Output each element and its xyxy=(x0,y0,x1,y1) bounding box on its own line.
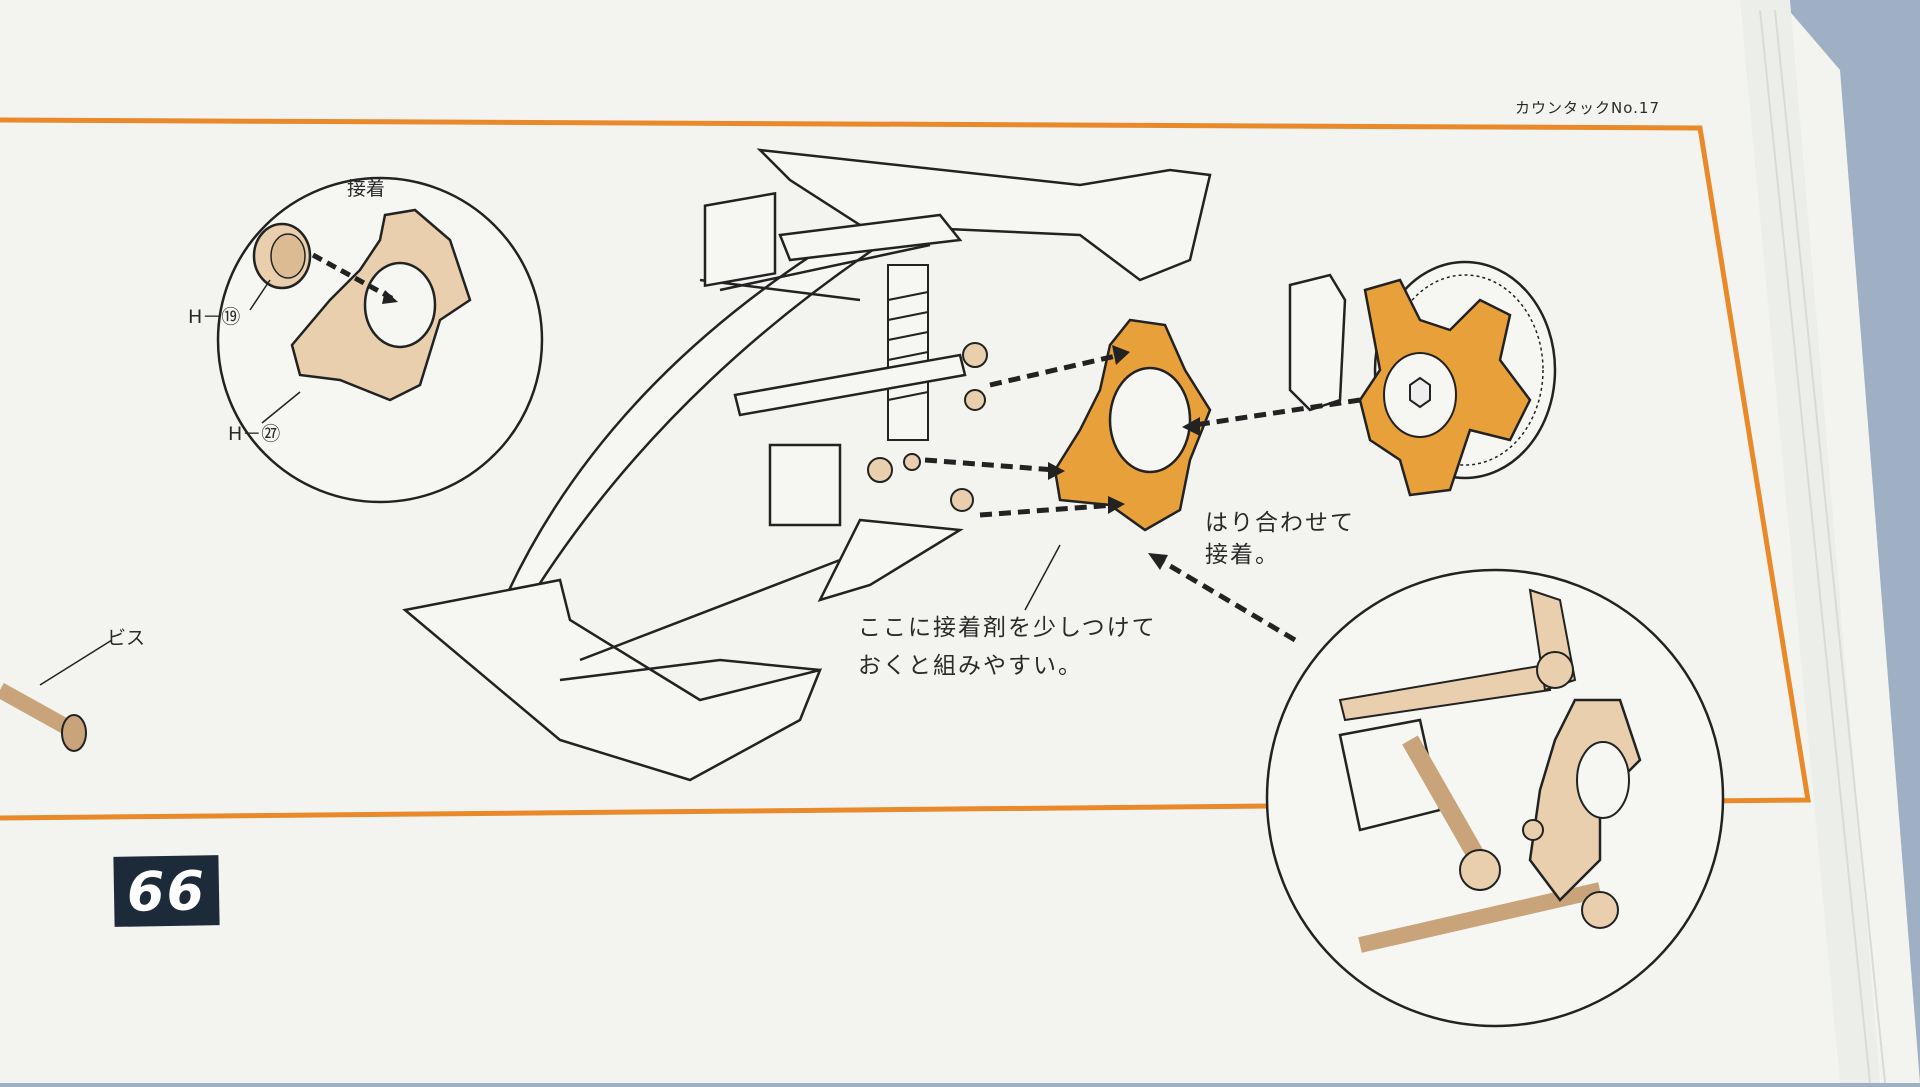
coil-spring xyxy=(887,264,929,441)
lower-mount xyxy=(768,443,842,527)
caption-right-line2: 接着。 xyxy=(1205,542,1280,568)
upper-mount xyxy=(703,191,777,288)
assembly-arrows xyxy=(924,352,1361,643)
upper-ball-joint xyxy=(962,342,988,368)
inset-circle-gluing: 接着 H－⑲ H－㉗ xyxy=(188,176,544,504)
middle-ball-joint xyxy=(867,457,893,483)
label-h27: H－㉗ xyxy=(228,423,280,445)
leader-line xyxy=(1024,544,1061,611)
caption-right-line1: はり合わせて xyxy=(1205,510,1355,536)
screw-label: ビス xyxy=(107,627,145,649)
brake-disc-assembly xyxy=(1288,260,1557,497)
lower-ball-joint xyxy=(950,488,974,512)
header-model-text: カウンタックNo.17 xyxy=(1515,99,1660,117)
upper-wishbone xyxy=(733,353,967,417)
screw: ビス xyxy=(0,627,145,752)
chassis-frame xyxy=(402,148,1212,782)
page-stack-edge xyxy=(1740,0,1880,1083)
brake-caliper xyxy=(1288,273,1347,412)
inset-title: 接着 xyxy=(347,178,385,200)
page-number-badge: 66 xyxy=(113,855,220,927)
label-h19: H－⑲ xyxy=(188,306,240,328)
lower-wishbone xyxy=(817,518,964,603)
caption-center-line1: ここに接着剤を少しつけて xyxy=(858,615,1157,641)
inset-circle-detail xyxy=(1265,568,1725,1028)
caption-center-line2: おくと組みやすい。 xyxy=(858,653,1083,679)
